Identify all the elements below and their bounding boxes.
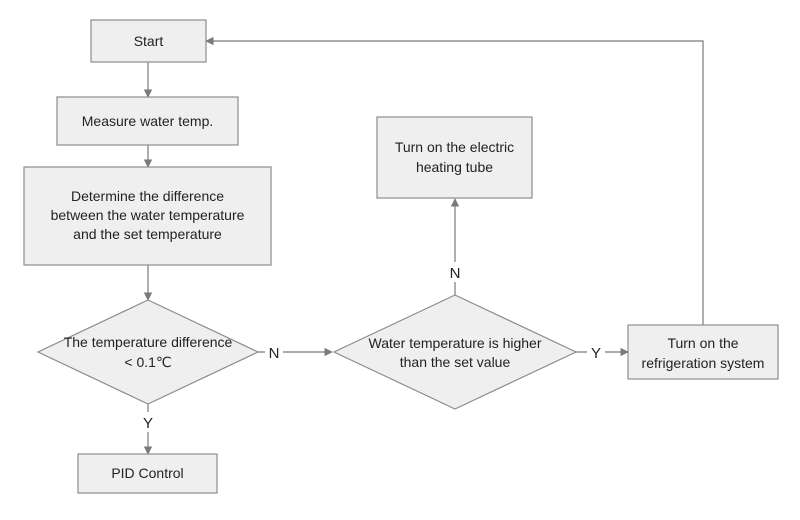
node-pid: PID Control [77, 453, 218, 494]
edge-refrigeration-to-start [205, 36, 704, 325]
node-determine-line-1: Determine the difference [71, 188, 224, 204]
edge-labels: Y N N Y [140, 262, 605, 432]
node-decision-higher-line-1: Water temperature is higher [369, 335, 542, 351]
node-decision-higher-line-2: than the set value [400, 354, 511, 370]
edge-label-diff-yes: Y [143, 415, 153, 432]
node-determine-line-2: between the water temperature [51, 207, 245, 223]
edge-label-higher-no: N [450, 265, 461, 282]
node-start-label: Start [134, 33, 164, 49]
node-measure-label: Measure water temp. [82, 113, 214, 129]
node-determine: Determine the difference between the wat… [23, 166, 272, 266]
node-decision-higher: Water temperature is higher than the set… [332, 294, 578, 410]
node-determine-line-3: and the set temperature [73, 226, 222, 242]
node-refrigeration: Turn on the refrigeration system [627, 324, 779, 380]
node-refrigeration-line-1: Turn on the [667, 335, 738, 351]
node-decision-diff-line-2: < 0.1℃ [124, 354, 171, 370]
node-refrigeration-line-2: refrigeration system [642, 355, 765, 371]
node-decision-diff-line-1: The temperature difference [64, 334, 233, 350]
node-pid-label: PID Control [111, 465, 183, 481]
node-heating-line-2: heating tube [416, 159, 493, 175]
edge-label-higher-yes: Y [591, 345, 601, 362]
node-heating-line-1: Turn on the electric [395, 139, 514, 155]
edge-label-diff-no: N [269, 345, 280, 362]
node-heating: Turn on the electric heating tube [376, 116, 533, 199]
node-measure: Measure water temp. [56, 96, 239, 146]
node-start: Start [90, 19, 207, 63]
node-decision-diff: The temperature difference < 0.1℃ [36, 299, 260, 405]
